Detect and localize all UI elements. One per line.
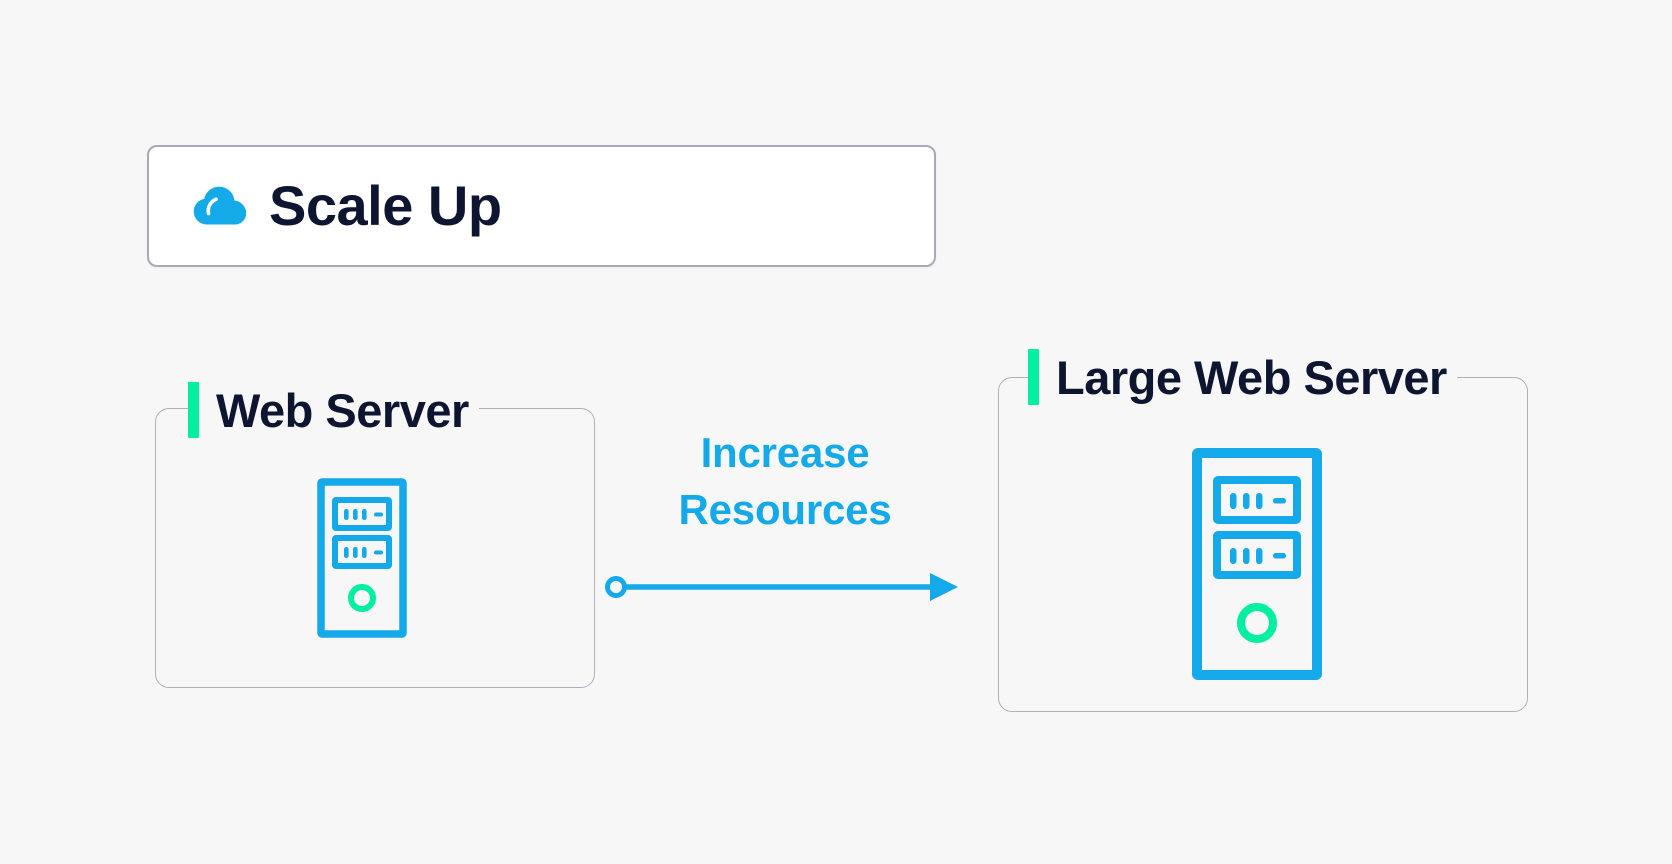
connector-arrow <box>605 573 958 601</box>
accent-bar-icon <box>1028 349 1039 405</box>
connector-arrow-head-icon <box>930 573 958 601</box>
scale-up-title: Scale Up <box>269 174 502 237</box>
group-title-web-server: Web Server <box>188 378 479 442</box>
server-tower-icon-large-web-server <box>1192 448 1322 680</box>
connector-label-line-1: Increase <box>700 429 870 476</box>
connector-label: Increase Resources <box>620 425 950 538</box>
scale-up-card[interactable]: Scale Up <box>147 145 936 267</box>
group-title-label: Large Web Server <box>1056 350 1447 404</box>
connector-start-circle-icon <box>605 576 627 598</box>
accent-bar-icon <box>188 382 199 438</box>
group-title-large-web-server: Large Web Server <box>1028 345 1457 409</box>
connector-label-line-2: Resources <box>678 485 892 533</box>
group-title-label: Web Server <box>216 383 469 437</box>
server-tower-icon-web-server <box>317 478 407 638</box>
cloud-icon <box>193 186 247 225</box>
